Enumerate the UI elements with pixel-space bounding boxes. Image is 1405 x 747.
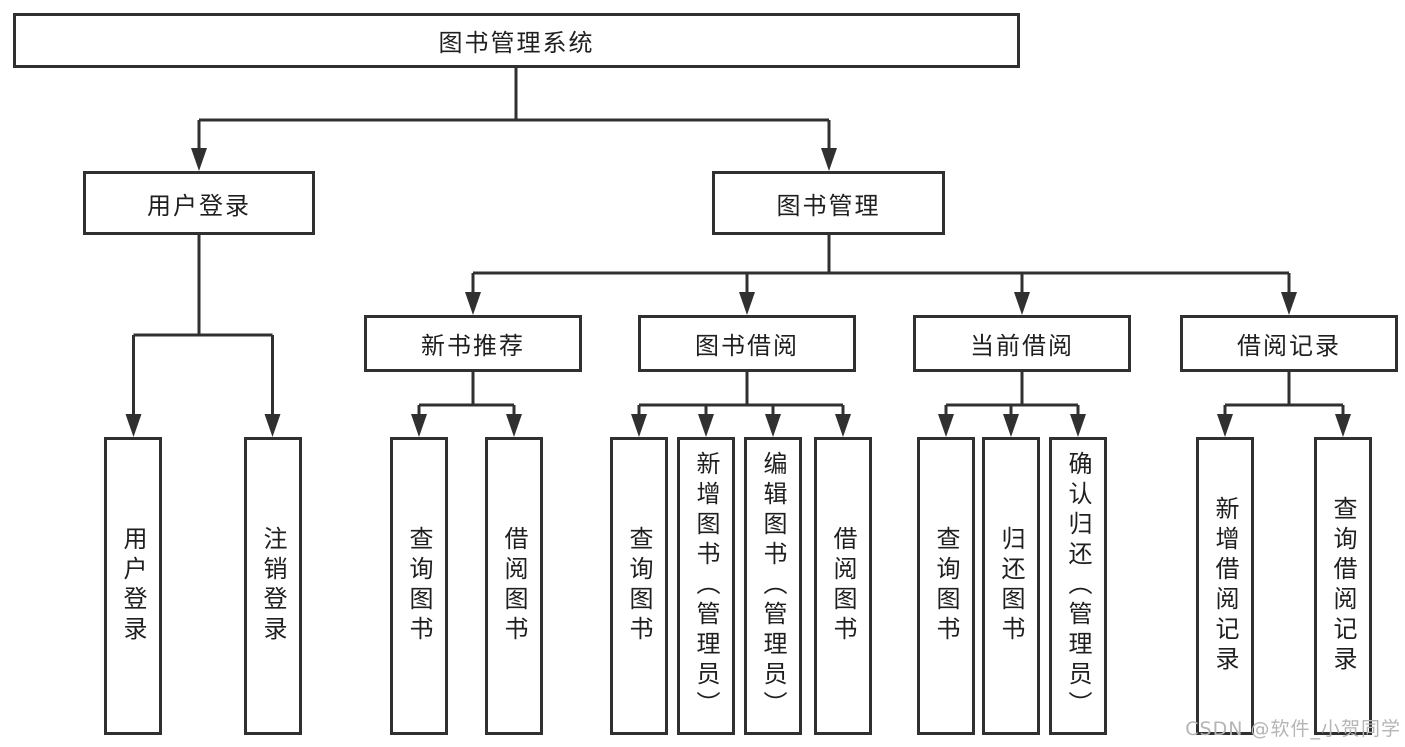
connector-book-mgmt-to-level3 (465, 235, 1297, 315)
connector-borrow-records-to-leaves (1217, 372, 1351, 437)
leaf-edit-book-admin: 编辑图书（管理员） (744, 437, 802, 735)
node-book-borrow: 图书借阅 (638, 315, 856, 372)
connector-user-login-to-leaves (125, 235, 281, 437)
connector-new-book-rec-to-leaves (411, 372, 522, 437)
leaf-return-book: 归还图书 (982, 437, 1040, 735)
leaf-add-book-admin: 新增图书（管理员） (677, 437, 735, 735)
leaf-add-borrow-record: 新增借阅记录 (1196, 437, 1254, 735)
leaf-borrow-books: 借阅图书 (814, 437, 872, 735)
leaf-logout: 注销登录 (244, 437, 302, 735)
connector-root-to-level2 (191, 68, 837, 171)
leaf-borrow-books-rec: 借阅图书 (485, 437, 543, 735)
leaf-query-books-rec: 查询图书 (390, 437, 448, 735)
leaf-query-borrow-record: 查询借阅记录 (1314, 437, 1372, 735)
node-user-login: 用户登录 (83, 171, 315, 235)
leaf-query-books-current: 查询图书 (917, 437, 975, 735)
node-borrow-records: 借阅记录 (1180, 315, 1398, 372)
leaf-query-books-borrow: 查询图书 (610, 437, 668, 735)
node-new-book-rec: 新书推荐 (364, 315, 582, 372)
leaf-confirm-return-admin: 确认归还（管理员） (1049, 437, 1107, 735)
node-root: 图书管理系统 (13, 13, 1020, 68)
node-book-mgmt: 图书管理 (712, 171, 945, 235)
connector-book-borrow-to-leaves (631, 372, 851, 437)
connector-current-borrow-to-leaves (938, 372, 1086, 437)
leaf-user-login: 用户登录 (104, 437, 162, 735)
csdn-watermark: CSDN @软件_小贺同学 (1185, 718, 1401, 740)
node-current-borrow: 当前借阅 (913, 315, 1131, 372)
